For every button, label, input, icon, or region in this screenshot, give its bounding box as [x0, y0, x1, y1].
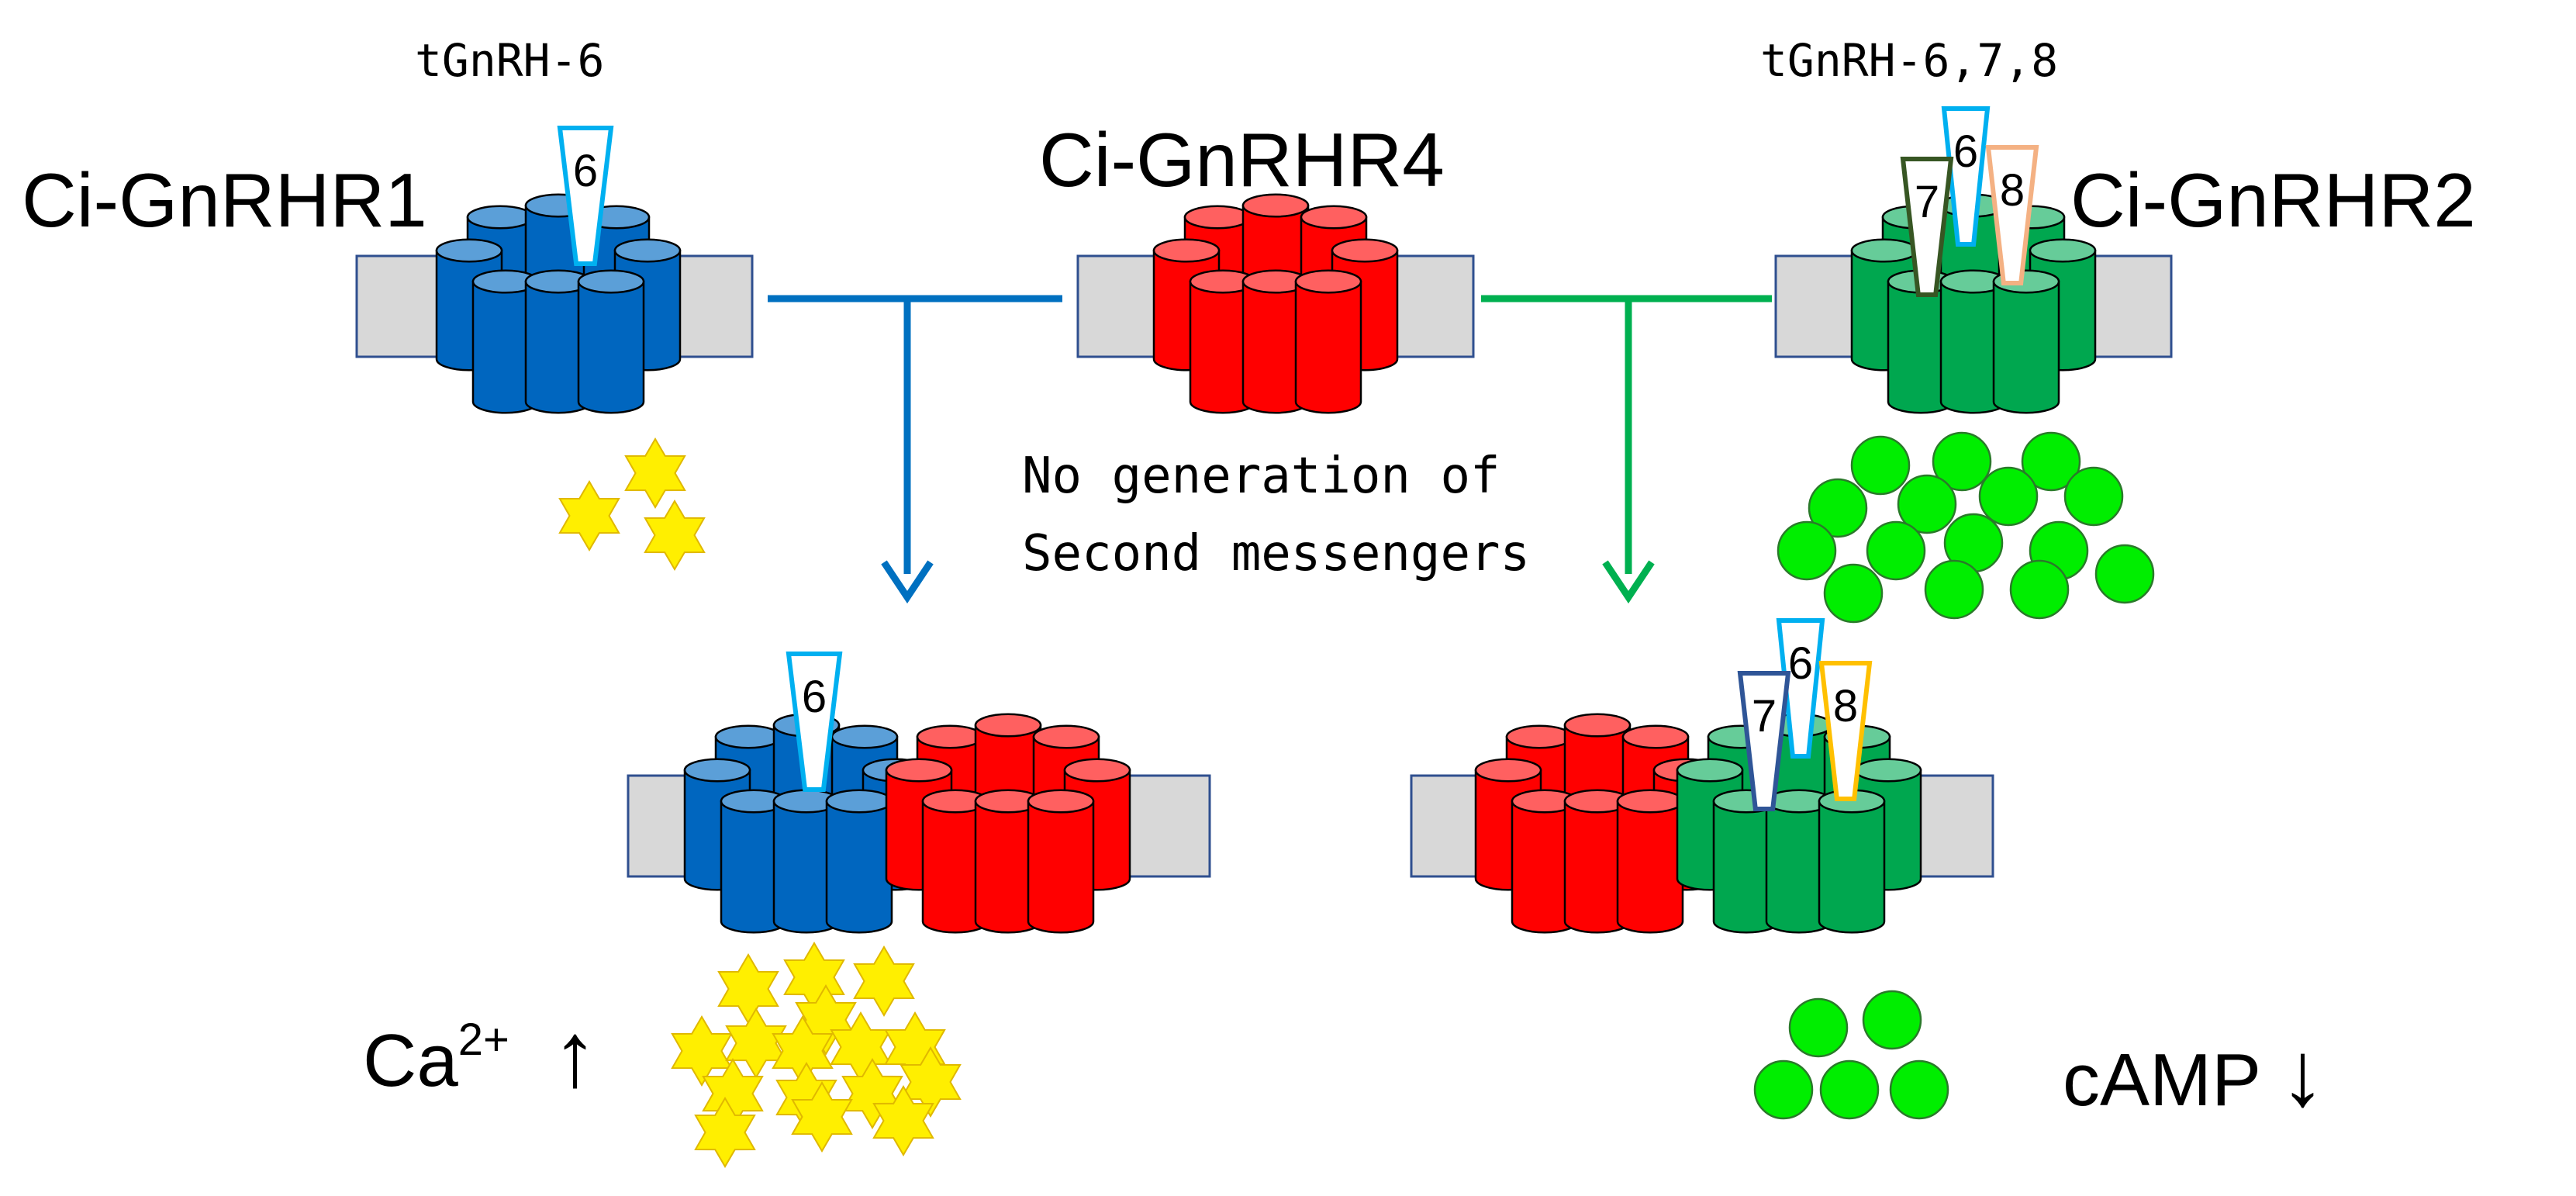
calcium-star-icon: [624, 437, 686, 509]
peptide-6-icon: 6: [1941, 106, 1991, 247]
calcium-star-icon: [558, 480, 620, 551]
camp-circle-icon: [1932, 431, 1992, 492]
calcium-star-icon: [853, 945, 915, 1017]
pathways: [768, 295, 1772, 604]
camp-circle-icon: [1889, 1059, 1949, 1120]
note-line2: Second messengers: [1022, 525, 1530, 582]
camp-down-arrow: ↓: [2280, 1023, 2326, 1125]
camp-circle-icon: [2021, 431, 2081, 492]
peptide-6-icon: 6: [1776, 618, 1825, 759]
peptide-6-icon: 6: [557, 126, 614, 266]
dimer1-red-cylinders: [885, 713, 1131, 934]
camp-circle-icon: [2009, 559, 2070, 620]
camp-circle-icon: [2094, 544, 2155, 604]
peptide-6-icon: 6: [786, 652, 843, 792]
camp-circle-icon: [1866, 520, 1926, 581]
blue-arrowhead: [881, 560, 934, 604]
receptor2-label: Ci-GnRHR2: [2070, 157, 2476, 243]
peptide-number: 8: [1833, 681, 1858, 731]
peptide-number: 6: [1953, 126, 1978, 177]
camp-circle-icon: [2063, 466, 2124, 527]
peptide-7-icon: 7: [1900, 157, 1954, 297]
receptor1-label: Ci-GnRHR1: [22, 157, 427, 243]
text-labels: tGnRH-6 tGnRH-6,7,8 Ci-GnRHR1 Ci-GnRHR4 …: [22, 34, 2476, 1125]
camp-circle-icon: [1897, 474, 1957, 534]
camp-circle-icon: [1823, 563, 1884, 624]
calcium-label: Ca2+: [363, 1015, 509, 1102]
receptor4-label: Ci-GnRHR4: [1039, 117, 1445, 202]
peptide-number: 6: [802, 672, 827, 722]
camp-circle-icon: [1777, 520, 1837, 581]
camp-circle-icon: [1808, 478, 1868, 538]
camp-label: cAMP: [2063, 1039, 2261, 1122]
camp-circle-icon: [1850, 435, 1911, 496]
receptor4-cylinders: [1152, 193, 1399, 414]
calcium-star-icon: [900, 1046, 962, 1118]
peptide-8-icon: 8: [1985, 145, 2039, 285]
second-messengers: [558, 431, 2155, 1168]
camp-circle-icon: [1753, 1059, 1814, 1120]
calcium-star-icon: [644, 499, 706, 571]
peptide-number: 6: [573, 146, 598, 196]
ligand1-label: tGnRH-6: [415, 34, 604, 87]
ligand2-label: tGnRH-6,7,8: [1760, 34, 2058, 87]
peptide-number: 7: [1915, 177, 1939, 227]
camp-circle-icon: [1819, 1059, 1880, 1120]
calcium-up-arrow: ↑: [552, 1004, 598, 1106]
peptide-number: 6: [1788, 638, 1813, 689]
camp-circle-icon: [1924, 559, 1984, 620]
receptor1-cylinders: [435, 193, 682, 414]
peptide-number: 8: [2000, 165, 2025, 216]
camp-circle-icon: [1788, 997, 1849, 1058]
peptide-number: 7: [1752, 691, 1777, 741]
calcium-star-icon: [671, 1015, 733, 1087]
calcium-base: Ca: [363, 1019, 458, 1102]
green-arrowhead: [1602, 560, 1655, 604]
calcium-star-icon: [791, 1081, 853, 1153]
peptide-7-icon: 7: [1737, 671, 1791, 811]
calcium-star-icon: [872, 1085, 934, 1156]
calcium-star-icon: [694, 1097, 756, 1168]
camp-circle-icon: [1862, 990, 1922, 1050]
camp-circle-icon: [1978, 466, 2039, 527]
calcium-superscript: 2+: [458, 1015, 509, 1065]
note-line1: No generation of: [1022, 448, 1500, 505]
calcium-star-icon: [717, 953, 779, 1025]
peptide-8-icon: 8: [1818, 661, 1873, 801]
